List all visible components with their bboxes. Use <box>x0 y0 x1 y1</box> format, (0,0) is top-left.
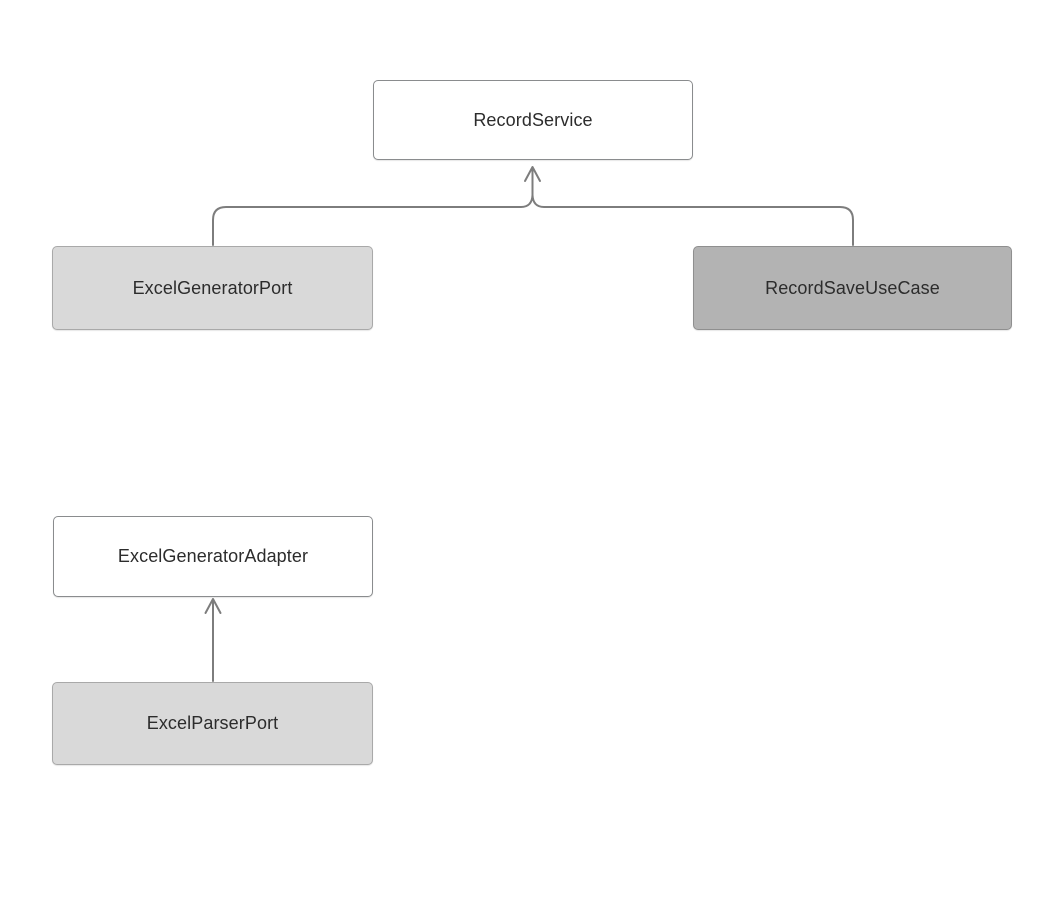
node-record-save-use-case[interactable]: RecordSaveUseCase <box>693 246 1012 330</box>
node-excel-parser-port-label: ExcelParserPort <box>146 713 279 733</box>
node-excel-generator-port[interactable]: ExcelGeneratorPort <box>52 246 373 330</box>
node-excel-generator-port-label: ExcelGeneratorPort <box>132 277 293 298</box>
node-excel-parser-port[interactable]: ExcelParserPort <box>52 682 373 765</box>
arrowhead-record-service <box>524 166 541 182</box>
node-record-service[interactable]: RecordService <box>373 80 693 160</box>
node-record-save-use-case-label: RecordSaveUseCase <box>765 277 940 298</box>
node-excel-generator-adapter[interactable]: ExcelGeneratorAdapter <box>53 516 373 597</box>
node-record-service-label: RecordService <box>473 109 593 130</box>
arrowhead-generator-adapter <box>204 598 222 614</box>
edge-branch-left <box>212 194 534 246</box>
edge-branch-right <box>531 194 854 246</box>
node-excel-generator-adapter-label: ExcelGeneratorAdapter <box>117 546 309 566</box>
